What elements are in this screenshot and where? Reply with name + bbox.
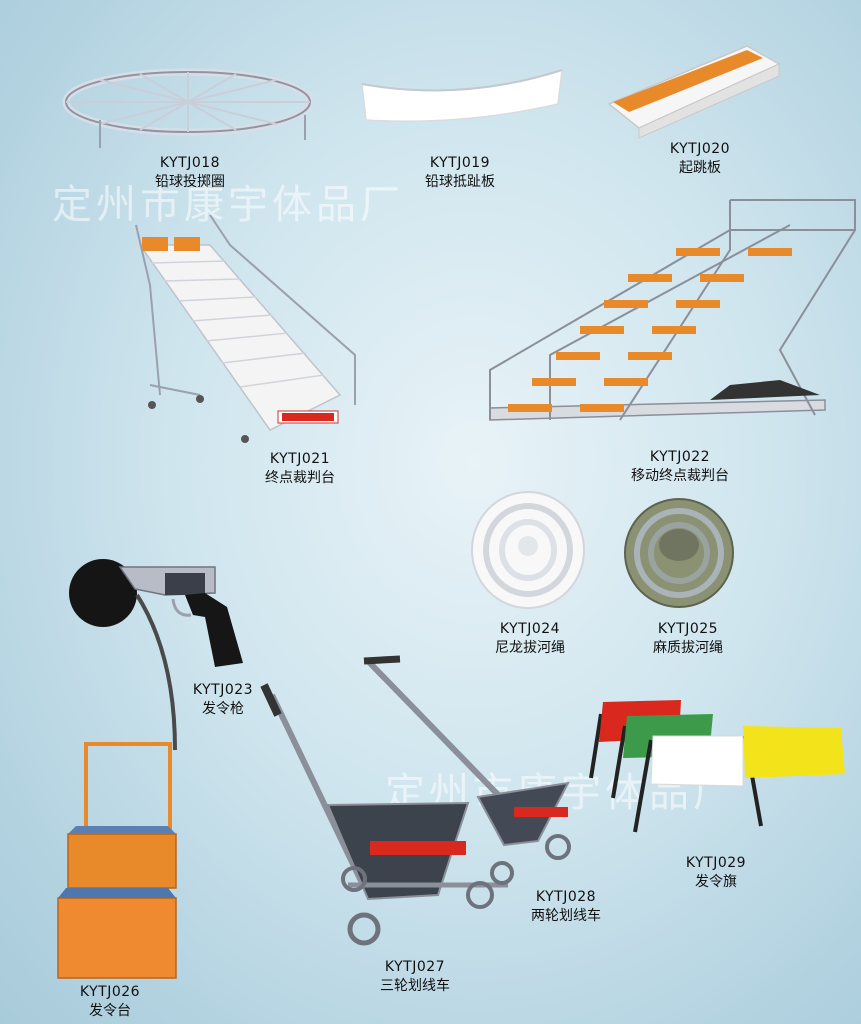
finish-judge-stand-image (135, 214, 356, 443)
product-name: 发令枪 (202, 701, 244, 717)
product-code: KYTJ024 (499, 621, 561, 637)
product-code: KYTJ021 (269, 451, 331, 467)
product-label-kytj027: KYTJ027 三轮划线车 (355, 958, 475, 996)
product-label-kytj029: KYTJ029 发令旗 (656, 854, 776, 892)
watermark-top: 定州市康宇体品厂 (52, 182, 404, 228)
product-code: KYTJ025 (657, 621, 719, 637)
product-label-kytj024: KYTJ024 尼龙拔河绳 (470, 620, 590, 658)
product-label-kytj025: KYTJ025 麻质拔河绳 (628, 620, 748, 658)
product-code: KYTJ019 (429, 155, 491, 171)
product-name: 铅球投掷圈 (155, 174, 225, 190)
product-code: KYTJ029 (685, 855, 747, 871)
product-name: 铅球抵趾板 (425, 174, 495, 190)
product-code: KYTJ028 (535, 889, 597, 905)
takeoff-board-image (607, 45, 781, 139)
product-label-kytj023: KYTJ023 发令枪 (163, 681, 283, 719)
hemp-rope-image (624, 498, 734, 608)
product-label-kytj019: KYTJ019 铅球抵趾板 (400, 154, 520, 192)
starter-platform-image (57, 742, 177, 979)
shot-put-circle-image (62, 68, 314, 148)
product-code: KYTJ027 (384, 959, 446, 975)
nylon-rope-image (471, 491, 585, 609)
product-name: 两轮划线车 (531, 908, 601, 924)
product-code: KYTJ022 (649, 449, 711, 465)
product-name: 三轮划线车 (380, 978, 450, 994)
mobile-judge-stand-image (489, 199, 856, 421)
starting-flags-image (589, 700, 845, 833)
product-name: 移动终点裁判台 (631, 468, 729, 484)
product-code: KYTJ023 (192, 682, 254, 698)
product-code: KYTJ026 (79, 984, 141, 1000)
stop-board-image (361, 68, 563, 123)
product-label-kytj028: KYTJ028 两轮划线车 (506, 888, 626, 926)
product-name: 发令台 (89, 1003, 131, 1019)
product-label-kytj021: KYTJ021 终点裁判台 (240, 450, 360, 488)
product-label-kytj026: KYTJ026 发令台 (50, 983, 170, 1021)
product-label-kytj018: KYTJ018 铅球投掷圈 (130, 154, 250, 192)
line-marker-carts-image (260, 655, 571, 946)
starting-pistol-image (69, 559, 243, 751)
product-label-kytj022: KYTJ022 移动终点裁判台 (600, 448, 760, 486)
product-name: 麻质拔河绳 (653, 640, 723, 656)
product-name: 终点裁判台 (265, 470, 335, 486)
product-label-kytj020: KYTJ020 起跳板 (640, 140, 760, 178)
product-name: 尼龙拔河绳 (495, 640, 565, 656)
product-code: KYTJ020 (669, 141, 731, 157)
product-name: 发令旗 (695, 874, 737, 890)
product-code: KYTJ018 (159, 155, 221, 171)
product-name: 起跳板 (679, 160, 721, 176)
